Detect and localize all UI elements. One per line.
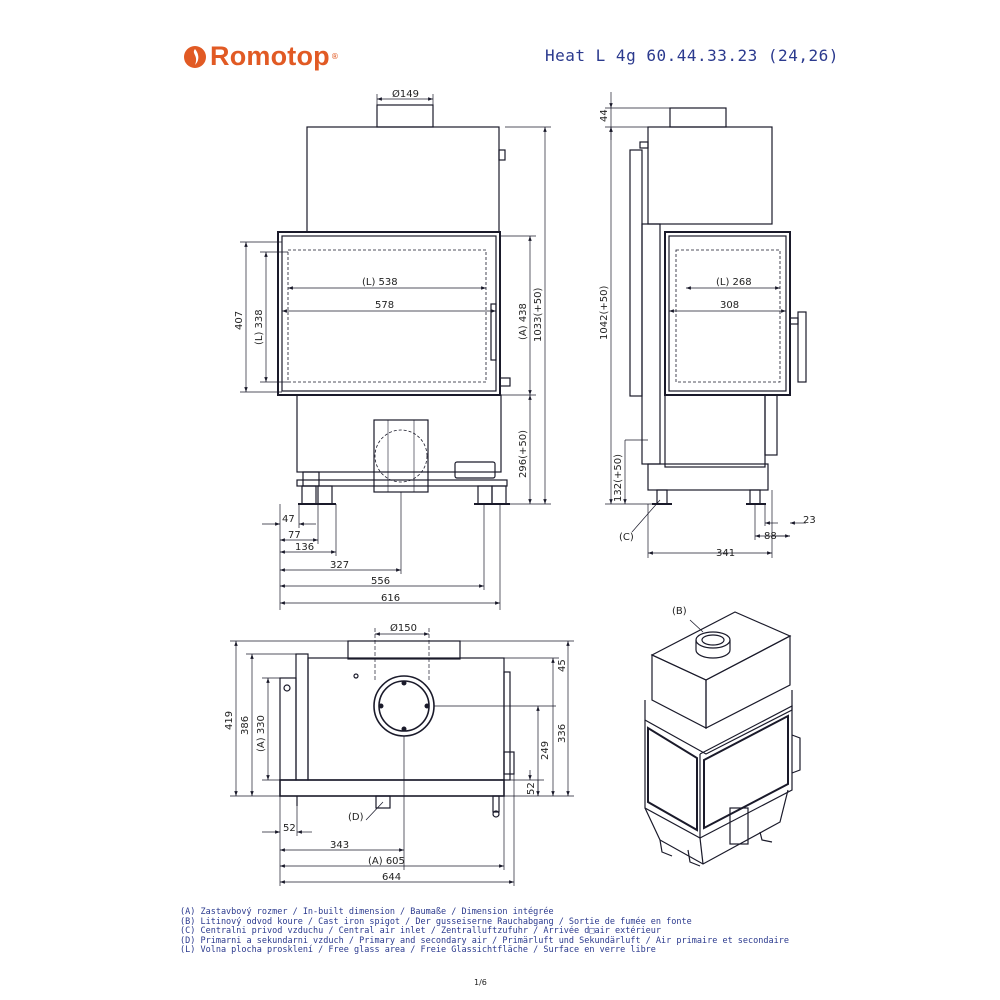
front-width-556-label: 556: [371, 576, 390, 587]
side-total-height-label: 1042(+50): [599, 286, 610, 340]
top-depth-386-label: 386: [240, 716, 251, 735]
side-door-frame: [664, 231, 791, 396]
front-width-616-label: 616: [381, 593, 400, 604]
front-glass-area: [287, 249, 487, 383]
side-view: [629, 107, 807, 505]
side-handle: [797, 311, 807, 383]
front-width-77-label: 77: [288, 530, 301, 541]
front-width-327-label: 327: [330, 560, 349, 571]
front-dimensions: [240, 94, 551, 610]
front-hood: [306, 126, 500, 233]
iso-front-glass: [647, 726, 698, 832]
front-flue-spigot: [376, 104, 434, 128]
iso-hood-left: [651, 654, 707, 729]
iso-side-glass: [703, 714, 789, 830]
brand-name: Romotop: [210, 41, 330, 71]
top-view: [279, 640, 515, 818]
top-depth-45-label: 45: [557, 659, 568, 672]
romotop-flame-icon: [183, 45, 207, 69]
top-flue-diameter-label: Ø150: [390, 622, 417, 634]
side-hood: [647, 126, 773, 225]
top-air-control: [375, 795, 391, 809]
front-lower-chamber: [296, 394, 502, 473]
legend-item-l: (L) Volna plocha prosklení / Free glass …: [180, 945, 656, 956]
front-width-47-label: 47: [282, 514, 295, 525]
front-air-inlet: [373, 419, 429, 493]
brand-registered-mark: ®: [330, 52, 339, 61]
side-dimension-labels: 44 1042(+50) 132(+50) (C) (L) 268 308 34…: [599, 109, 816, 559]
top-builtin-width-label: (A) 605: [368, 856, 405, 867]
front-base-height-label: 296(+50): [518, 430, 529, 478]
side-door-width-label: 308: [720, 300, 739, 311]
top-depth-52-label: 52: [526, 782, 537, 795]
top-dimensions: [230, 628, 574, 886]
front-total-height-label: 1033(+50): [533, 288, 544, 342]
iso-air-inlet: [729, 807, 749, 845]
side-width-88-label: 88: [764, 531, 777, 542]
front-view: [277, 104, 511, 505]
front-door-width-label: 578: [375, 300, 394, 311]
side-central-inlet-label: (C): [619, 532, 634, 543]
top-width-644-label: 644: [382, 872, 401, 883]
isometric-view: [644, 611, 801, 867]
legend-item-b: (B) Litinový odvod koure / Cast iron spi…: [180, 916, 692, 927]
top-primary-air-label: (D): [348, 812, 364, 823]
legend-item-d: (D) Primarni a sekundarni vzduch / Prima…: [180, 935, 789, 946]
iso-hood-top: [650, 611, 792, 681]
brand-logo: Romotop ®: [183, 41, 339, 72]
side-depth-341-label: 341: [716, 548, 735, 559]
front-flue-diameter-label: Ø149: [392, 88, 419, 100]
iso-hood-right: [705, 635, 791, 729]
legend-item-a: (A) Zastavbový rozmer / In-built dimensi…: [180, 907, 554, 917]
front-builtin-height-label: (A) 438: [518, 303, 529, 340]
top-rear-collar: [347, 640, 461, 660]
top-dimension-labels: Ø150 419 386 (A) 330 45 336 249 52 (D) 5…: [224, 622, 568, 883]
front-glass-height-label: (L) 338: [254, 309, 265, 345]
side-lower-chamber: [664, 394, 766, 468]
side-width-23-label: 23: [803, 515, 816, 526]
legend-item-c: (C) Centralni privod vzduchu / Central a…: [180, 926, 662, 937]
side-height-44-label: 44: [599, 109, 610, 122]
side-flue-spigot: [669, 107, 727, 128]
front-dimension-labels: Ø149 (L) 538 578 407 (L) 338 (A) 438 103…: [234, 88, 544, 604]
side-glass-width-label: (L) 268: [716, 277, 752, 288]
side-glass-area: [675, 249, 781, 383]
front-width-136-label: 136: [295, 542, 314, 553]
iso-spigot-label: (B): [672, 606, 687, 617]
top-width-343-label: 343: [330, 840, 349, 851]
top-depth-419-label: 419: [224, 711, 235, 730]
page-number: 1/6: [474, 978, 487, 987]
front-door-frame: [277, 231, 501, 396]
legend: (A) Zastavbový rozmer / In-built dimensi…: [180, 907, 789, 956]
iso-labels: (B): [672, 606, 687, 617]
top-builtin-depth-label: (A) 330: [256, 715, 267, 752]
top-front-frame: [279, 779, 505, 797]
front-air-control: [454, 461, 496, 479]
top-depth-336-label: 336: [557, 724, 568, 743]
front-glass-width-label: (L) 538: [362, 277, 398, 288]
model-title: Heat L 4g 60.44.33.23 (24,26): [545, 46, 839, 65]
side-inlet-height-label: 132(+50): [613, 454, 624, 502]
top-width-52-label: 52: [283, 823, 296, 834]
side-dimensions: [605, 92, 806, 558]
front-height-407-label: 407: [234, 311, 245, 330]
top-depth-249-label: 249: [540, 741, 551, 760]
